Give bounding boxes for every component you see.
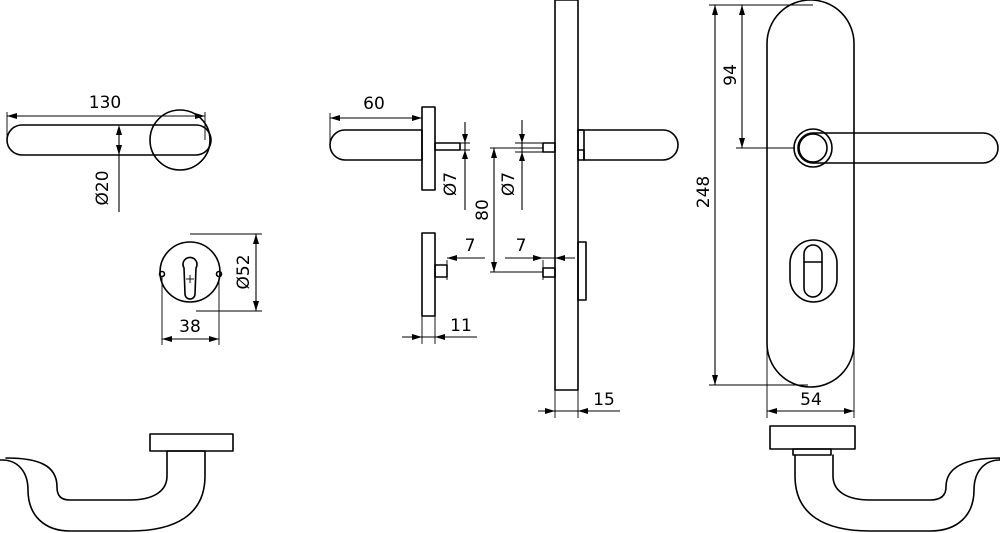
upper-pin: [542, 142, 556, 153]
u-lever-side-view-right: [769, 425, 1000, 532]
rose-profile: [149, 433, 234, 452]
square-spindle-pin: [434, 142, 461, 151]
euro-cylinder-hole: [182, 256, 198, 300]
plate-profile-bottom: [769, 425, 856, 450]
dim-label-d20: Ø20: [93, 170, 113, 205]
long-plate-front-view: [766, 0, 999, 388]
dim-label-d7-right: Ø7: [499, 172, 519, 196]
u-lever-profile: [0, 450, 206, 532]
dim-label-15: 15: [593, 390, 615, 410]
dim-hole-spacing: 38: [161, 277, 220, 345]
lever-arm-front: [812, 132, 999, 164]
key-escutcheon: [158, 241, 223, 303]
dim-label-248: 248: [694, 176, 714, 208]
dim-pin-offset-right: 7: [505, 236, 575, 280]
rose-lever-side-view: [329, 106, 461, 317]
dim-label-d7-left: Ø7: [441, 172, 461, 196]
lever-rose-inner: [798, 133, 828, 163]
dim-lever-length: 130: [6, 93, 206, 140]
plate-neck: [577, 129, 585, 161]
dim-plate-top-to-handle: 94: [721, 4, 813, 149]
dim-plate-width: 54: [766, 190, 855, 418]
dim-label-11: 11: [450, 316, 472, 336]
plate-profile: [554, 0, 579, 391]
dim-plate-thickness: 15: [538, 390, 620, 418]
rose-plate-upper: [421, 106, 436, 191]
lever-stub: [577, 129, 679, 161]
lever-body: [6, 124, 212, 156]
lower-pin: [542, 267, 556, 278]
dim-lever-diameter: Ø20: [93, 125, 122, 212]
fixing-pin: [434, 264, 448, 278]
dim-pin-diameter-left: Ø7: [441, 122, 470, 210]
key-cylinder-cutout: [803, 244, 823, 298]
cylinder-housing: [577, 241, 587, 301]
dim-pin-offset-left: 7: [434, 236, 485, 280]
long-plate-side-view: [542, 0, 679, 391]
dim-label-130: 130: [89, 93, 121, 113]
dim-label-7-left: 7: [465, 236, 476, 256]
rose-lever-top-view: [6, 109, 212, 171]
plate-outline: [766, 0, 855, 388]
dim-label-54: 54: [800, 390, 822, 410]
dim-escutcheon-diameter: Ø52: [190, 233, 262, 312]
dim-label-80: 80: [473, 199, 493, 221]
dim-label-60: 60: [363, 94, 385, 114]
dim-label-d52: Ø52: [234, 254, 254, 289]
dim-pin-diameter-right: Ø7: [499, 120, 543, 210]
plate-neck-bottom: [792, 448, 832, 456]
escutcheon-disc: [159, 241, 221, 303]
dim-label-94: 94: [721, 64, 741, 86]
dim-handle-to-key: 80: [473, 147, 543, 273]
rose-disc: [149, 109, 211, 171]
dim-label-7-right: 7: [516, 236, 527, 256]
dim-label-38: 38: [179, 317, 201, 337]
cylinder-housing-front: [789, 239, 838, 303]
lever-neck-front: [797, 132, 814, 164]
u-lever-profile-right: [794, 454, 1000, 532]
u-lever-side-view: [0, 433, 234, 532]
dim-lever-length-side: 60: [329, 94, 423, 145]
rose-plate-lower: [421, 232, 436, 317]
lever-body-side: [329, 129, 423, 161]
screw-hole-right: [215, 270, 223, 278]
dim-rose-thickness: 11: [402, 316, 477, 344]
dim-plate-height: 248: [694, 4, 808, 386]
screw-hole-left: [158, 270, 166, 278]
